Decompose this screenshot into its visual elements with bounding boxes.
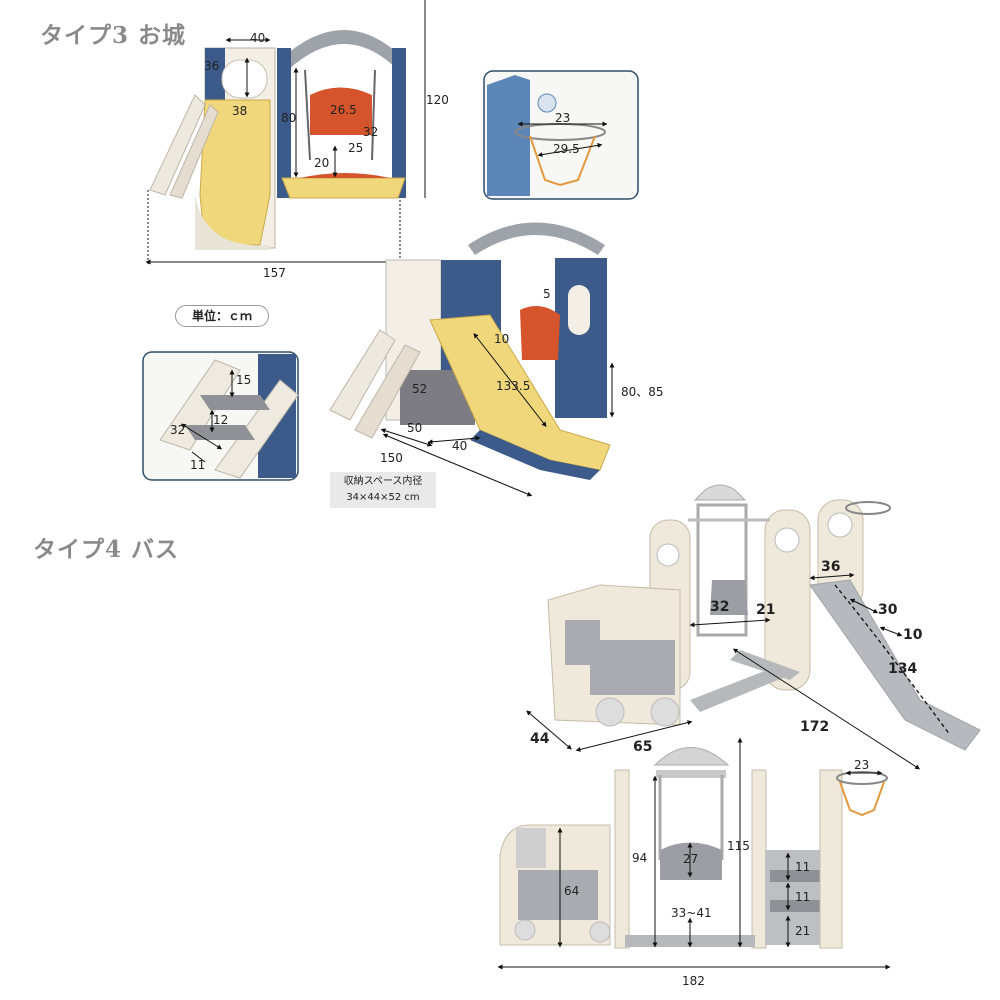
dim-tower-top: 40 [250,31,266,45]
dim-t4-swing-32: 32 [710,599,730,615]
dim-hoop-width: 23 [555,111,571,125]
bus-front-illustration [497,737,891,970]
castle-perspective-illustration [329,222,615,497]
dim-slide-width: 10 [494,332,510,346]
dim-window: 38 [232,104,248,118]
dim-t4-swing-21: 21 [756,602,776,618]
dim-seat-depth: 32 [363,125,379,139]
dim-t4-depth-44: 44 [530,731,550,747]
dim-base-50: 50 [407,421,423,435]
dim-t4-total-172: 172 [800,719,830,735]
type3-title: タイプ3 お城 [40,22,187,49]
dim-t4-slide-36: 36 [821,559,841,575]
dim-t4-slide-30: 30 [878,602,898,618]
dim-swing-height: 80 [281,111,297,125]
dim-base-150: 150 [380,451,403,465]
dim-t4-seat-33-41: 33~41 [671,906,712,920]
dim-t4-slide-10: 10 [903,627,923,643]
dim-t4-hoop-23: 23 [854,758,870,772]
dim-seat-width: 26.5 [330,103,357,117]
storage-note-line1: 収納スペース内径 [343,476,423,487]
castle-front-illustration [145,0,426,265]
dim-step-width: 32 [170,423,186,437]
dim-base-40: 40 [452,439,468,453]
dim-t4-step-11b: 11 [795,890,811,904]
dim-t4-bus-64: 64 [564,884,580,898]
dim-t4-bus-65: 65 [633,739,653,755]
dim-t4-step-11a: 11 [795,860,811,874]
dim-t4-seat-27: 27 [683,852,699,866]
type4-title: タイプ4 バス [33,536,180,563]
dim-t4-total-182: 182 [682,974,705,988]
dim-seat-ground: 20 [314,156,330,170]
dim-total-width: 157 [263,266,286,280]
bus-perspective-illustration [526,484,981,770]
dim-step-depth: 12 [213,413,229,427]
dim-hoop-depth: 29.5 [553,142,580,156]
dim-slide-length: 133.5 [496,379,531,393]
dim-seat-back: 25 [348,141,364,155]
storage-note-line2: 34×44×52 cm [346,492,420,503]
dim-misc-5: 5 [543,287,551,301]
dim-total-height: 120 [426,93,449,107]
dim-tower-side: 36 [204,59,220,73]
dim-t4-slide-134: 134 [888,661,918,677]
unit-label: 単位：ｃｍ [175,305,269,327]
ladder-steps-inset [142,351,299,481]
basketball-hoop-inset [483,70,639,200]
dim-step-height: 15 [236,373,252,387]
dim-t4-swing-94: 94 [632,851,648,865]
dim-platform-height: 80、85 [621,385,664,399]
dim-step-gap: 11 [190,458,206,472]
dim-t4-swing-115: 115 [727,839,750,853]
dim-base-52: 52 [412,382,428,396]
storage-note: 収納スペース内径 34×44×52 cm [330,472,436,508]
dim-t4-step-21: 21 [795,924,811,938]
